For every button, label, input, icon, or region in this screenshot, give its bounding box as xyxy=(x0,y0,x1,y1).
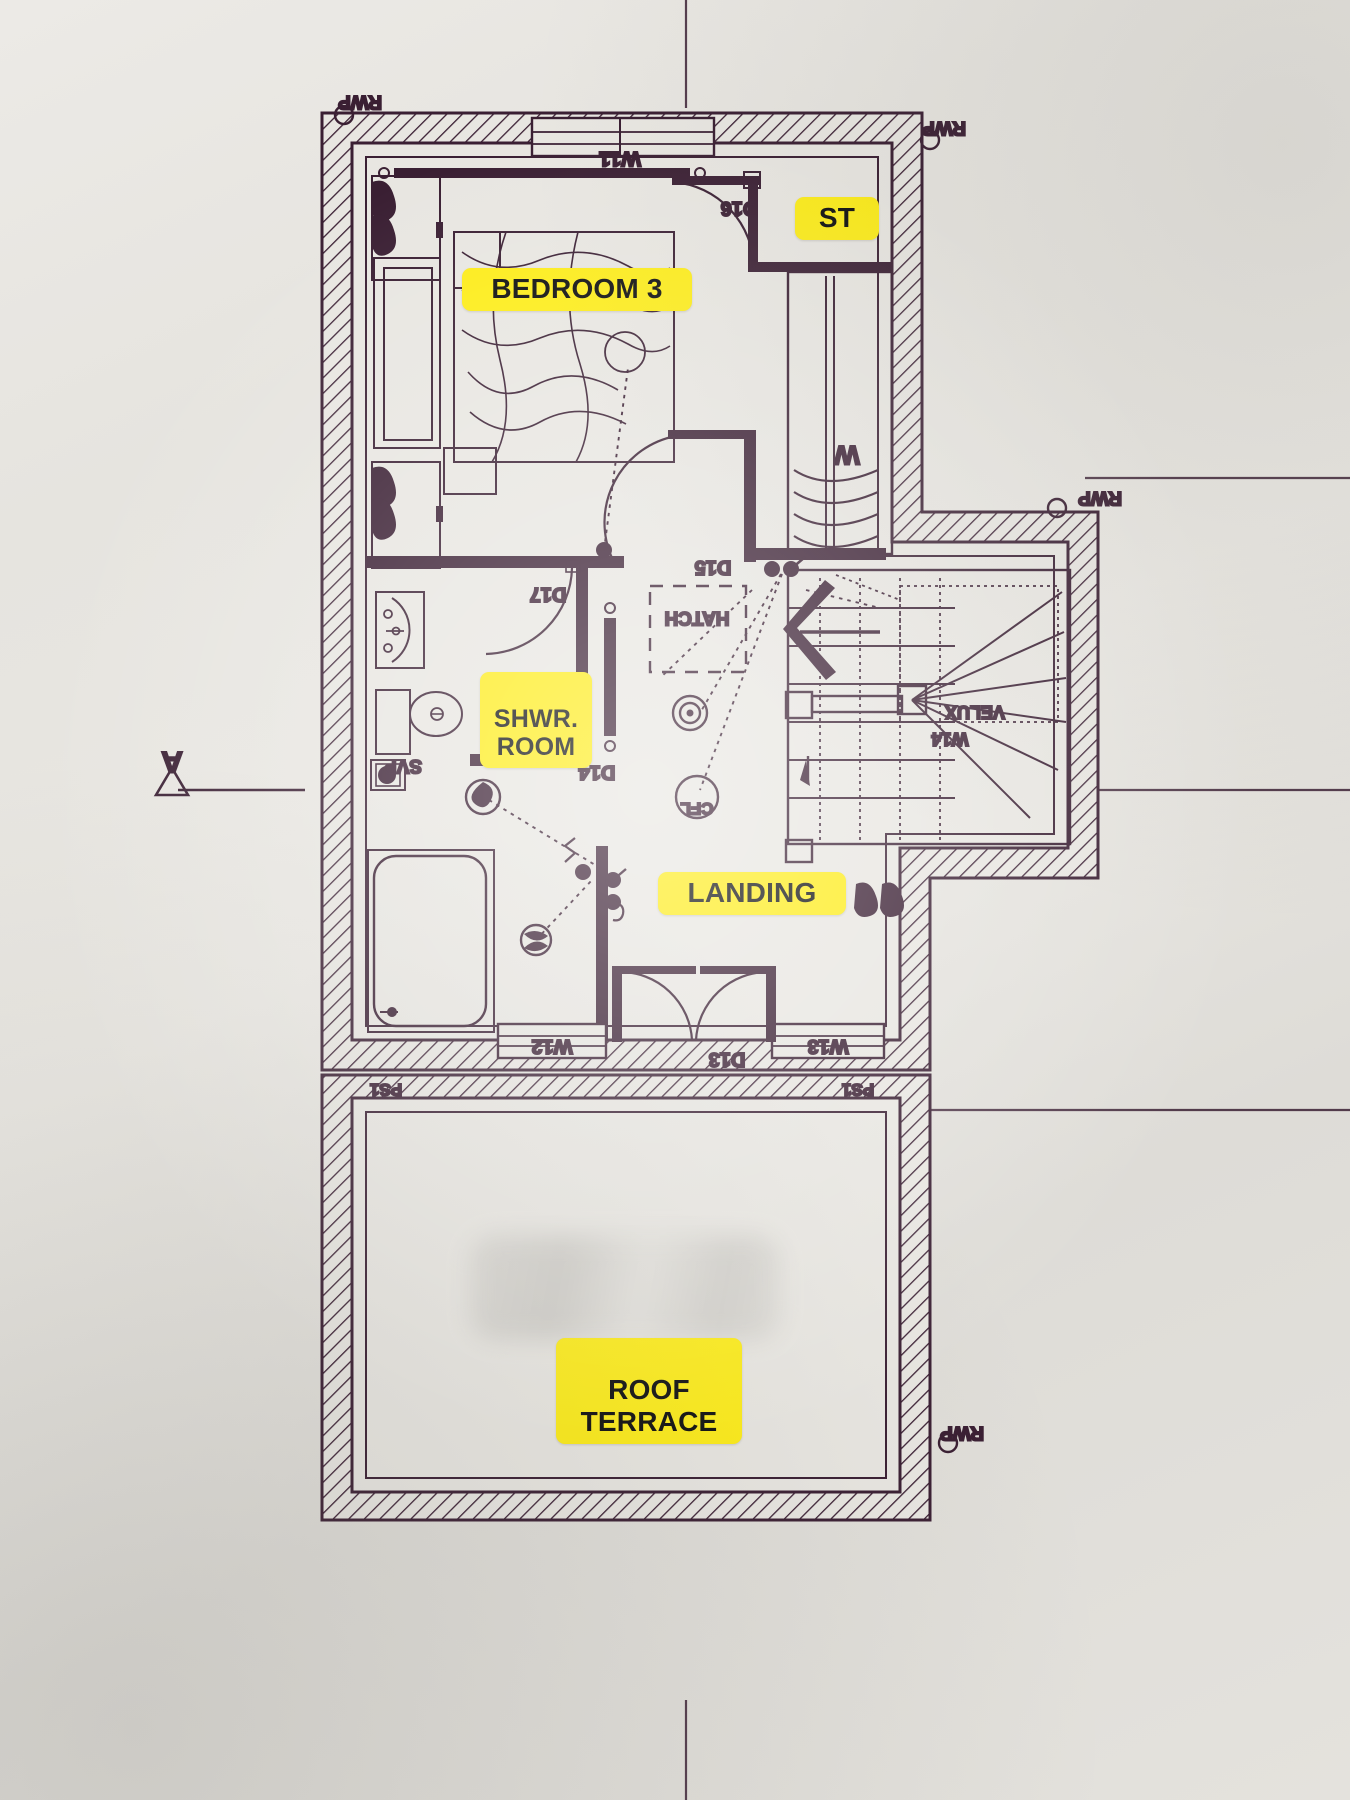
room-label-roof-terrace: ROOF TERRACE xyxy=(556,1338,742,1445)
room-label-text: ST xyxy=(818,202,856,233)
room-label-text: LANDING xyxy=(687,877,817,908)
loft-hatch xyxy=(648,584,748,674)
plan-annotation-text: RWP RWP RWP RWP W11 D16 D15 D17 D14 D13 … xyxy=(160,90,1123,1444)
svg-text:D13: D13 xyxy=(709,1048,746,1070)
bedroom3-furniture xyxy=(371,175,675,569)
svg-text:SVP: SVP xyxy=(384,755,422,776)
svg-text:D15: D15 xyxy=(695,556,732,578)
rwp-markers xyxy=(333,104,1068,1454)
room-label-bedroom3: BEDROOM 3 xyxy=(462,268,692,312)
svg-text:HATCH: HATCH xyxy=(664,607,729,628)
svg-text:RWP: RWP xyxy=(338,91,382,112)
svg-text:W14: W14 xyxy=(931,729,968,749)
room-label-landing: LANDING xyxy=(658,872,846,916)
svg-text:VELUX: VELUX xyxy=(945,702,1005,722)
window-w11 xyxy=(378,116,716,179)
redacted-region xyxy=(470,1235,780,1340)
room-label-text: ROOF TERRACE xyxy=(580,1374,718,1437)
room-label-shower-room: SHWR. ROOM xyxy=(480,672,592,768)
svg-text:CFL: CFL xyxy=(680,799,713,818)
door-d16 xyxy=(672,171,761,269)
svg-text:W11: W11 xyxy=(599,147,641,170)
svg-text:W: W xyxy=(834,440,860,470)
room-label-text: BEDROOM 3 xyxy=(491,273,663,304)
svg-text:W13: W13 xyxy=(807,1035,848,1057)
svg-text:D16: D16 xyxy=(721,197,758,219)
svg-text:RWP: RWP xyxy=(922,117,966,138)
shower-room-fittings xyxy=(367,591,495,1033)
sheet-datum-lines xyxy=(684,0,1350,1800)
room-label-text: SHWR. ROOM xyxy=(493,705,579,761)
svg-text:RWP: RWP xyxy=(940,1422,984,1443)
svg-text:A: A xyxy=(161,745,183,778)
door-d14 xyxy=(604,602,616,752)
svg-text:PS1: PS1 xyxy=(842,1080,874,1099)
room-label-store: ST xyxy=(795,197,879,241)
electrical-symbols xyxy=(464,367,881,957)
svg-text:D17: D17 xyxy=(530,583,567,605)
svg-text:RWP: RWP xyxy=(1078,487,1122,508)
staircase xyxy=(783,568,1072,864)
door-d15 xyxy=(603,430,886,560)
svg-text:PS1: PS1 xyxy=(370,1080,402,1099)
right-wing-details xyxy=(854,882,904,917)
section-marker-a xyxy=(153,765,305,797)
bottom-wall-openings xyxy=(496,966,886,1060)
door-d17 xyxy=(446,556,624,656)
svg-text:W12: W12 xyxy=(531,1035,572,1057)
